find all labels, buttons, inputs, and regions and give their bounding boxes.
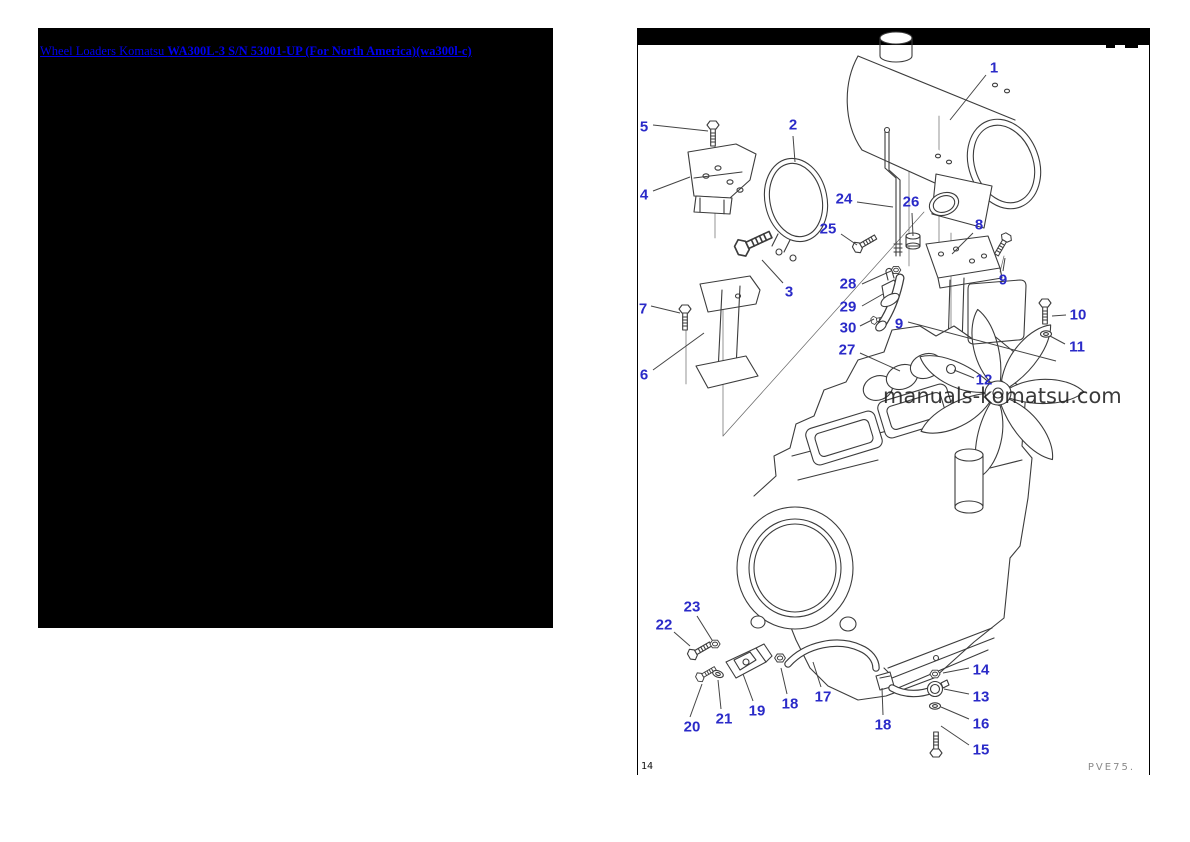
clamp-13-shape — [926, 679, 950, 698]
engine-exploded-diagram — [650, 31, 1085, 758]
callout-4: 4 — [639, 186, 649, 204]
callout-29: 29 — [839, 298, 857, 316]
valve-19-shape — [725, 643, 773, 679]
fitting-18-icon — [774, 653, 786, 663]
rod-24-shape — [883, 126, 903, 257]
hose-pipe-shape — [888, 684, 936, 698]
callout-27: 27 — [838, 341, 856, 359]
callout-14: 14 — [972, 661, 990, 679]
callout-3: 3 — [784, 283, 794, 301]
callout-17: 17 — [814, 688, 832, 706]
washer-21-icon — [711, 668, 725, 680]
hose-17-shape — [784, 639, 880, 672]
callout-23: 23 — [683, 598, 701, 616]
callout-13: 13 — [972, 688, 990, 706]
upper-bracket-shape — [687, 143, 757, 215]
callout-1: 1 — [989, 59, 999, 77]
callout-21: 21 — [715, 710, 733, 728]
callout-12: 12 — [975, 371, 993, 389]
callout-30: 30 — [839, 319, 857, 337]
bolt-7-icon — [678, 304, 692, 331]
callout-6: 6 — [639, 366, 649, 384]
callout-8: 8 — [974, 216, 984, 234]
oil-filter-shape — [954, 448, 984, 514]
callout-18: 18 — [781, 695, 799, 713]
bolt-3-icon — [731, 225, 776, 260]
exhaust-pipe-27-shape — [875, 273, 905, 332]
callout-7: 7 — [638, 300, 648, 318]
callout-10: 10 — [1069, 306, 1087, 324]
document-link[interactable]: Wheel Loaders Komatsu WA300L-3 S/N 53001… — [38, 28, 553, 59]
callout-20: 20 — [683, 718, 701, 736]
flywheel-housing-shape — [736, 506, 857, 632]
muffler-shape — [846, 31, 1042, 229]
washer-11-icon — [1039, 330, 1053, 338]
callout-24: 24 — [835, 190, 853, 208]
callout-15: 15 — [972, 741, 990, 759]
callout-9: 9 — [998, 271, 1008, 289]
spacer-26-shape — [905, 232, 921, 250]
shroud-plate-9-shape — [967, 279, 1027, 345]
callout-26: 26 — [902, 193, 920, 211]
bolt-22-icon — [685, 638, 715, 663]
page-number: 14 — [641, 761, 654, 772]
clamp-band-shape — [763, 157, 829, 262]
link-title: WA300L-3 S/N 53001-UP (For North America… — [167, 44, 472, 58]
washer-16-icon — [928, 702, 942, 710]
header-mark-icon — [1125, 45, 1138, 48]
callout-9: 9 — [894, 315, 904, 333]
left-panel: Wheel Loaders Komatsu WA300L-3 S/N 53001… — [38, 28, 553, 628]
link-prefix: Wheel Loaders Komatsu — [40, 44, 168, 58]
callout-2: 2 — [788, 116, 798, 134]
watermark: manuals-komatsu.com — [883, 384, 1122, 408]
bolt-5-icon — [706, 120, 720, 147]
leader-lines — [650, 74, 1067, 746]
callout-22: 22 — [655, 616, 673, 634]
callout-28: 28 — [839, 275, 857, 293]
nut-14-icon — [929, 669, 941, 679]
plate-code: PVE75. — [1087, 762, 1135, 773]
callout-16: 16 — [972, 715, 990, 733]
lower-bracket-shape — [695, 275, 761, 389]
callout-19: 19 — [748, 702, 766, 720]
header-mark-icon — [1106, 45, 1115, 48]
bolt-9-icon — [990, 230, 1014, 259]
callout-18: 18 — [874, 716, 892, 734]
bolt-10-icon — [1038, 298, 1052, 325]
bolt-15-icon — [929, 731, 943, 758]
callout-25: 25 — [819, 220, 837, 238]
nut-23-icon — [709, 639, 721, 649]
callout-5: 5 — [639, 118, 649, 136]
callout-11: 11 — [1069, 338, 1085, 356]
